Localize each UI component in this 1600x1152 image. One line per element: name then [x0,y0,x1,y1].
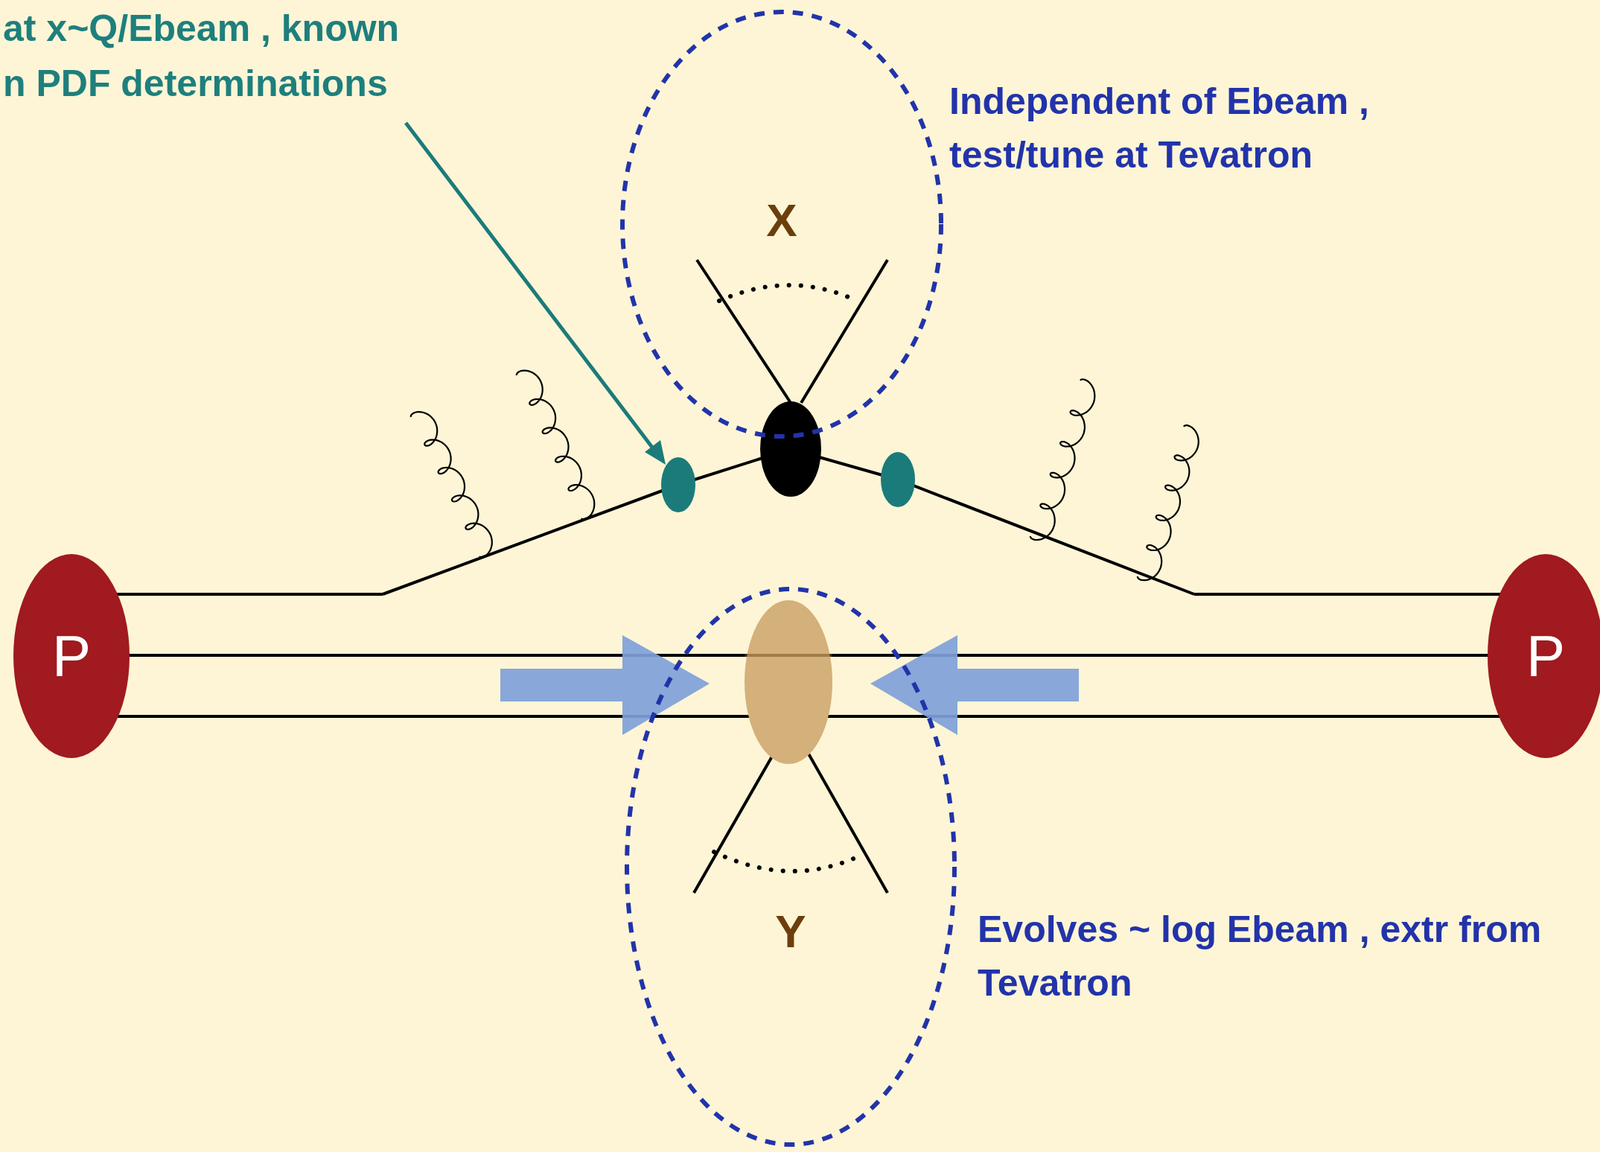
proton-shape [1487,553,1600,758]
gluon [516,370,595,520]
outgoing-line [806,749,888,893]
proton-shape [13,553,130,758]
dashed-ellipse-shape [626,588,955,1145]
dotted-arc [719,285,857,301]
beam-arrow [500,635,710,735]
annotation-text: Independent of Ebeam , test/tune at Teva… [949,74,1531,182]
outgoing-line [801,259,888,403]
dashed-ellipse: X [620,9,944,439]
quark-line [744,653,833,657]
leader-line [405,122,656,452]
annotation-text: Evolves ~ log Ebeam , extr from Tevatron [977,902,1595,1010]
node-text: X [620,197,944,244]
beam-arrows [500,635,1079,735]
dashed-ellipse-outline [624,586,957,1147]
annotation-text: at x~Q/Ebeam , known [2,1,525,56]
hard-vertex [760,401,822,497]
quark-line [1194,592,1546,596]
pdf-dot [880,451,916,508]
outgoing-line [693,749,776,893]
node-text: P [13,626,130,685]
gluon [1030,378,1095,540]
underlying-event-blob [744,600,833,764]
dashed-ellipse: Y [624,586,957,1147]
gluon [1137,425,1199,580]
gluon-group [410,370,1199,581]
pdf-dot [661,457,696,513]
gluon [410,411,493,557]
quark-line [71,653,1546,657]
node-text: Y [624,908,957,955]
proton: P [1487,553,1600,758]
proton: P [13,553,130,758]
annotation-text: n PDF determinations [2,56,525,111]
outgoing-line [696,259,791,403]
dotted-arc [714,851,857,872]
node-text: P [1487,626,1600,685]
proton-lines [71,259,1546,893]
quark-line [71,592,383,596]
beam-arrow [870,635,1079,735]
leader-arrowhead [644,440,666,465]
